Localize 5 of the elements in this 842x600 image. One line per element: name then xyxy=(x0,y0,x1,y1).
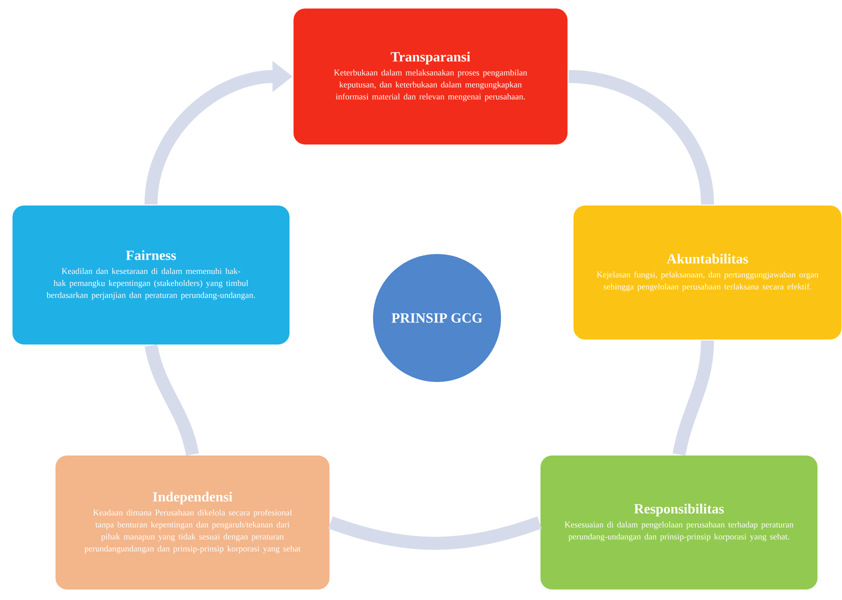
principle-box: Responsibilitas Kesesuaian di dalam pengelolaan perusahaan terhadap peraturan perundang-undangan dan prinsip-prinsip korporasi yang sehat. xyxy=(540,454,818,590)
principle-box: Akuntabilitas Kejelasan fungsi, pelaksanaan, dan pertanggungjawaban organ sehingga pengelolaan perusahaan terlaksana secara efektif. xyxy=(572,204,842,340)
principle-box: Transparansi Keterbukaan dalam melaksanakan proses pengambilan keputusan, dan keterbukaan dalam mengungkapkan informasi material dan relevan mengenai perusahaan. xyxy=(292,8,568,146)
principle-box: Independensi Keadaan dimana Perusahaan dikelola secara profesional tanpa benturan kepentingan dan pengaruh/tekanan dari pihak manapun yang tidak sesuai dengan peraturan perundangundangan dan prinsip-prinsip korporasi yang sehat xyxy=(54,454,330,590)
principle-box: Fairness Keadilan dan kesetaraan di dalam memenuhi hak-hak pemangku kepentingan (stakeholders) yang timbul berdasarkan perjanjian dan peraturan perundang-undangan. xyxy=(12,204,290,346)
